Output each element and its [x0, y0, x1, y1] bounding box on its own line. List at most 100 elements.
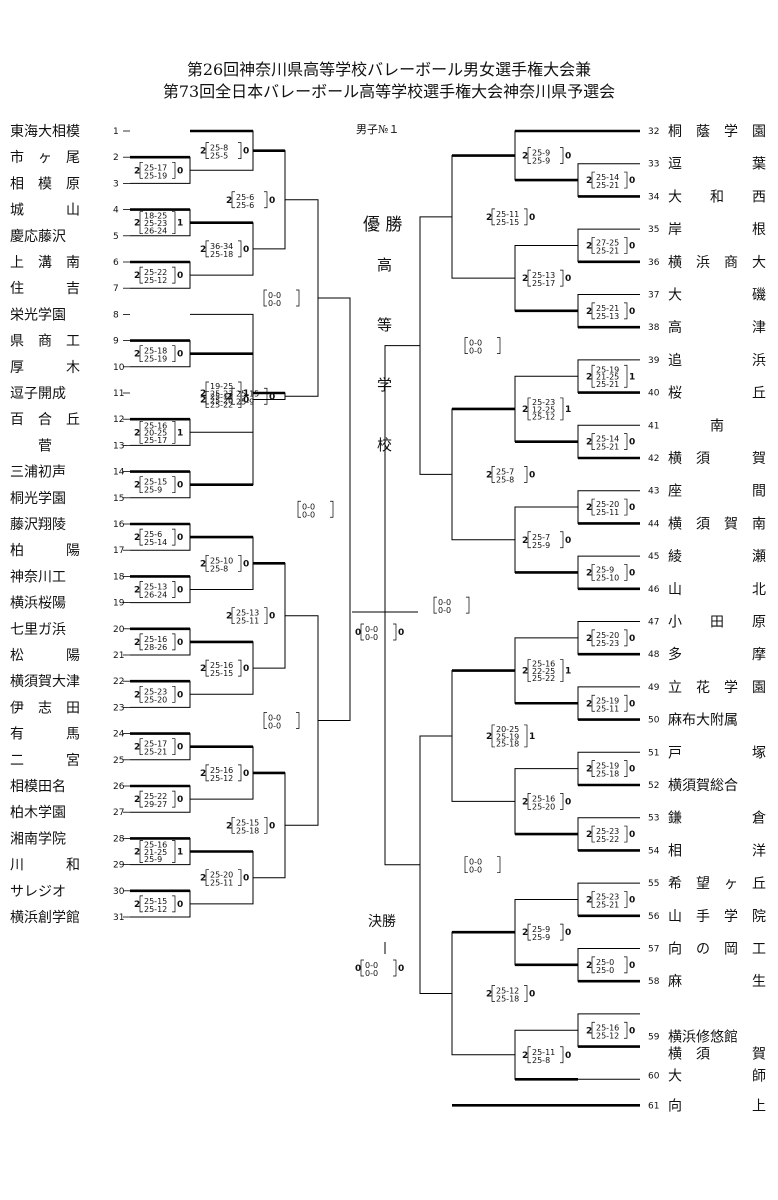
final-match-set-score: 0-0: [365, 961, 378, 970]
team-number: 42: [648, 454, 659, 464]
r1-match-bracket-open: [591, 891, 595, 908]
team-number: 55: [648, 879, 659, 889]
r1-match-set-score: 25-13: [144, 583, 167, 592]
semi-final-center-win-b: 0: [398, 628, 404, 638]
r3-match-bracket-open: [231, 387, 235, 405]
team-number: 39: [648, 356, 660, 366]
r2-match-set-score: 25-7: [532, 533, 550, 542]
r2-match-win-a: 2: [522, 536, 528, 546]
team-name: 綾 瀬: [668, 549, 766, 565]
r2-match-bracket-close: [560, 792, 564, 810]
champion-name-char: 等: [377, 316, 392, 334]
r2-match-bracket-close: [238, 240, 242, 258]
r1-match-win-b: 0: [629, 961, 635, 971]
team-number: 47: [648, 618, 659, 628]
r3-match-set-score: 25-15: [496, 218, 519, 227]
r1-match-win-b: 0: [177, 795, 183, 805]
team-number: 37: [648, 291, 659, 301]
qf-match-bracket-close: [497, 856, 501, 874]
team-name: 三浦初声: [10, 464, 66, 481]
r3-match-win-a: 2: [486, 732, 492, 742]
r1-match-bracket-close: [624, 956, 628, 974]
r2-match-bracket-open: [205, 391, 209, 408]
r1-match-set-score: 28-26: [144, 643, 167, 652]
team-number: 33: [648, 160, 659, 170]
team-number: 22: [113, 677, 124, 687]
r1-match-win-b: 0: [629, 438, 635, 448]
team-name: 立 花 学 園: [668, 680, 766, 696]
r1-match-set-score: 25-21: [596, 900, 619, 909]
r2-match-win-b: 0: [243, 147, 249, 157]
r1-match-win-b: 0: [629, 176, 635, 186]
r2-match-win-b: 0: [565, 152, 571, 162]
sf-match-bracket-close: [330, 500, 334, 518]
champion-name-char: 学: [377, 376, 392, 394]
r1-match-set-score: 25-9: [144, 486, 162, 495]
r1-match-win-a: 2: [134, 743, 140, 753]
r2-match-bracket-open: [205, 240, 209, 258]
final-match-win-a: 0: [355, 964, 361, 974]
team-name: 麻布大附属: [668, 713, 738, 729]
r1-match-win-a: 2: [586, 307, 592, 317]
r1-match-win-b: 0: [177, 586, 183, 596]
r1-match-bracket-open: [139, 345, 143, 363]
r3-match-bracket-close: [264, 816, 268, 834]
r2-match-win-b: 0: [243, 769, 249, 779]
r1-match-set-score: 25-0: [596, 966, 614, 975]
team-name: 横浜創学館: [10, 909, 80, 926]
r1-match-win-a: 2: [586, 1026, 592, 1036]
r2-match-set-score: 25-20: [210, 397, 233, 406]
team-name: 逗子開成: [10, 386, 66, 402]
r1-match-set-score: 25-16: [144, 421, 167, 430]
r2-match-win-a: 2: [522, 152, 528, 162]
team-name: 城 山: [10, 203, 80, 219]
team-name: 麻 生: [668, 974, 766, 990]
r1-match-set-score: 25-22: [144, 792, 167, 801]
team-number: 26: [113, 782, 125, 792]
team-number: 60: [648, 1071, 660, 1081]
r1-match-bracket-close: [624, 433, 628, 450]
r3-match-bracket-open: [491, 985, 495, 1002]
team-number: 6: [113, 258, 119, 268]
r2-match-win-b: 0: [565, 274, 571, 284]
r1-match-win-a: 2: [134, 350, 140, 360]
r1-match-bracket-open: [139, 840, 143, 863]
r1-match-set-score: 25-16: [596, 1023, 619, 1032]
team-name: 湘南学院: [10, 831, 66, 847]
team-number: 52: [648, 781, 659, 791]
r2-match-set-score: 36-34: [210, 242, 233, 251]
r1-match-win-b: 0: [177, 166, 183, 176]
r1-match-set-score: 25-19: [596, 762, 619, 771]
r2-match-set-score: 25-10: [210, 556, 233, 565]
r1-match-set-score: 25-15: [144, 897, 167, 906]
r3-match-win-a: 2: [486, 989, 492, 999]
r1-match-set-score: 25-19: [144, 171, 167, 180]
r1-match-bracket-close: [172, 528, 176, 546]
r2-match-win-a: 2: [200, 245, 206, 255]
team-name: 県 商 工: [10, 334, 80, 350]
r1-match-set-score: 25-21: [596, 380, 619, 389]
r1-match-set-score: 25-13: [596, 312, 619, 321]
r1-match-win-a: 2: [134, 481, 140, 491]
r2-match-set-score: 25-18: [210, 250, 233, 259]
r1-match-set-score: 26-24: [144, 226, 167, 235]
team-number: 41: [648, 421, 659, 431]
r3-match-set-score: 25-6: [236, 193, 254, 202]
r2-match-win-a: 2: [522, 405, 528, 415]
team-name: 小 田 原: [668, 615, 766, 631]
r1-match-win-a: 2: [134, 219, 140, 229]
r1-match-set-score: 25-10: [596, 573, 619, 582]
qf-match-set-score: 0-0: [268, 714, 281, 723]
r1-match-win-a: 2: [134, 848, 140, 858]
r1-match-set-score: 25-18: [144, 347, 167, 356]
r1-match-bracket-open: [591, 694, 595, 712]
final-match-bracket-open: [360, 959, 364, 977]
r1-match-set-score: 18-25: [144, 212, 167, 221]
team-number: 17: [113, 546, 124, 556]
r2-match-win-b: 1: [565, 405, 571, 415]
team-number: 5: [113, 232, 119, 242]
r1-match-bracket-close: [624, 891, 628, 908]
r1-match-win-a: 2: [586, 634, 592, 644]
r1-match-win-a: 2: [586, 961, 592, 971]
r2-match-win-a: 2: [200, 147, 206, 157]
